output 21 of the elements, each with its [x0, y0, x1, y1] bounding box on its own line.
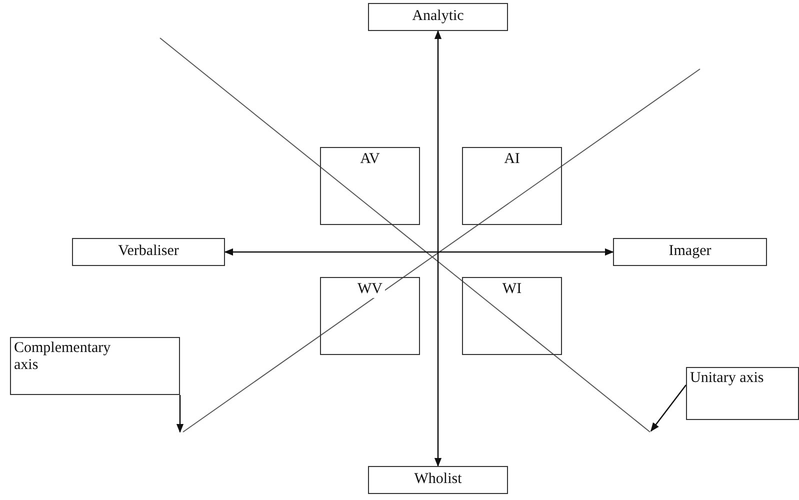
- leader-arrow: [650, 384, 687, 432]
- quadrant-box: [462, 147, 562, 225]
- leader-arrow: [176, 395, 184, 433]
- category-box: [613, 238, 767, 266]
- callout-text: Complementary axis: [14, 340, 112, 374]
- category-label: Imager: [668, 243, 712, 260]
- callout-box: [10, 337, 180, 395]
- double-arrow: [434, 30, 442, 467]
- callout-box: [686, 367, 799, 420]
- category-label: Verbaliser: [117, 243, 180, 260]
- callout-text: Unitary axis: [690, 370, 765, 388]
- quadrant-label: WV: [356, 281, 384, 298]
- category-box: [368, 3, 508, 31]
- quadrant-box: [320, 147, 420, 225]
- quadrant-box: [462, 277, 562, 355]
- quadrant-box: [320, 277, 420, 355]
- double-arrow: [224, 248, 614, 256]
- category-box: [368, 466, 508, 494]
- category-box: [72, 238, 225, 266]
- category-label: Analytic: [411, 8, 465, 25]
- category-label: Wholist: [413, 471, 463, 488]
